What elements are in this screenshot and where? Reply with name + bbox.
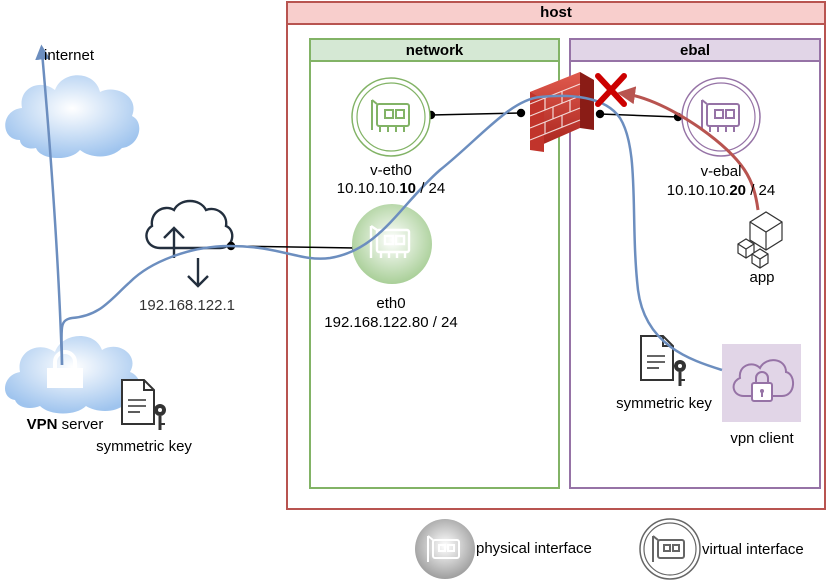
legend-physical-label: physical interface [476,540,592,557]
cloud-lock-icon [4,335,141,414]
vebal-icon [681,77,761,157]
vpn-server-label-bold: VPN [26,416,58,433]
vpn-server-label: VPN server [0,416,130,434]
host-title: host [540,4,572,21]
vpn-tunnel-path [35,44,723,372]
symmetric-key-right-label: symmetric key [616,395,712,412]
network-container [309,38,560,489]
vebal-name-label: v-ebal [700,163,742,180]
ebal-title: ebal [679,42,710,59]
cloud-padlock-icon [722,344,801,422]
red-x-icon [595,73,627,107]
document-key-icon [640,335,686,386]
app-label: app [749,269,775,286]
vpn-client-label: vpn client [730,430,794,447]
veth0-icon [351,77,431,157]
veth0-ip-prefix: 10.10.10. [336,180,400,197]
veth0-ip-bold: 10 [399,180,417,197]
legend-physical-icon [415,519,475,579]
network-title: network [405,42,464,59]
cubes-icon [737,211,783,269]
blocked-link [617,86,760,211]
vpn-server-label-rest: server [57,416,104,433]
cloud-upload-download-icon [145,199,234,288]
brick-firewall-icon [529,72,594,152]
eth0-ip-label: 192.168.122.80 / 24 [324,314,458,331]
eth0-icon [352,204,432,284]
vebal-ip-prefix: 10.10.10. [666,182,730,199]
vebal-ip-bold: 20 [729,182,747,199]
vebal-ip-suffix: / 24 [746,182,776,199]
veth0-name-label: v-eth0 [370,162,412,179]
legend-virtual-label: virtual interface [702,541,804,558]
internet-label: internet [44,47,95,64]
symmetric-key-left-label: symmetric key [96,438,192,455]
document-key-icon [121,379,166,430]
veth0-ip-suffix: / 24 [416,180,446,197]
cloud-icon [5,75,140,159]
veth0-ip-label: 10.10.10.10 / 24 [310,180,472,198]
vebal-ip-label: 10.10.10.20 / 24 [640,182,802,200]
gateway-ip-label: 192.168.122.1 [139,297,235,314]
eth0-name-label: eth0 [376,295,406,312]
legend-virtual-icon [639,518,701,580]
